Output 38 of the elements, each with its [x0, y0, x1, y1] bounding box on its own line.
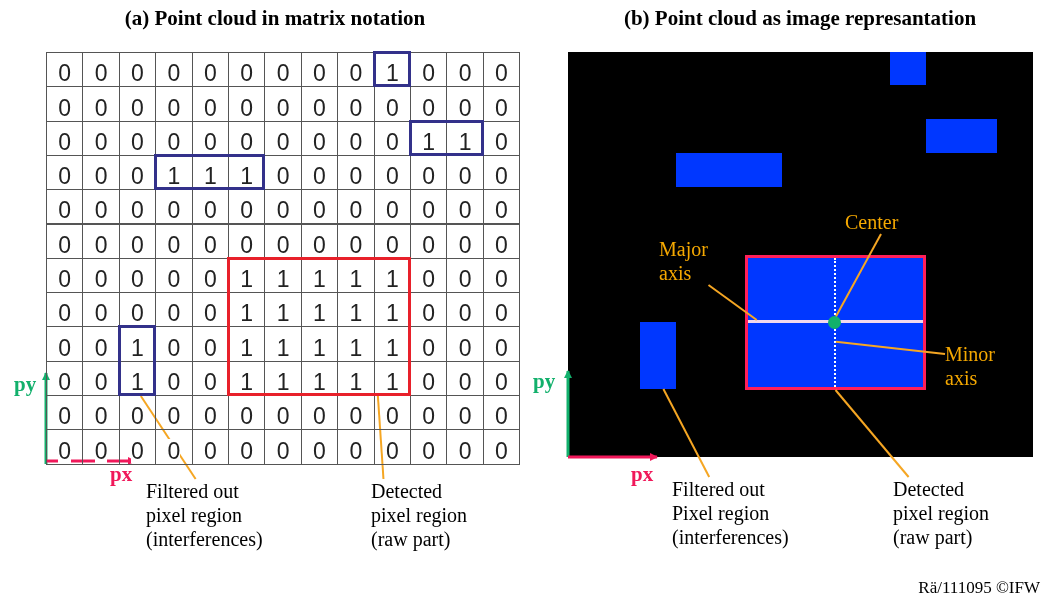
matrix-cell: 0	[46, 223, 84, 259]
matrix-cell: 0	[482, 223, 521, 259]
callout-label: Center	[845, 210, 917, 234]
major-axis-line	[748, 320, 923, 323]
matrix-cell: 0	[482, 429, 521, 465]
leader-line	[835, 340, 946, 355]
detected-pixel-region	[745, 255, 926, 390]
filtered-region-outline	[117, 325, 157, 396]
callout-label: Major axis	[659, 237, 725, 285]
matrix-cell: 0	[46, 189, 84, 225]
leader-line	[139, 395, 197, 480]
leader-line	[662, 388, 711, 478]
matrix-cell: 0	[482, 52, 521, 88]
detected-region-outline	[227, 256, 411, 396]
callout-label: Minor axis	[945, 342, 1015, 390]
axis-label: py	[533, 369, 556, 393]
matrix-cell: 0	[46, 429, 84, 465]
axis-label: px	[110, 462, 133, 486]
callout-label: Detected pixel region (raw part)	[893, 477, 997, 549]
pixel-region	[676, 153, 782, 187]
callout-label: Detected pixel region (raw part)	[371, 479, 475, 551]
panel-title: (b) Point cloud as image represantation	[622, 6, 978, 30]
leader-line	[376, 395, 385, 480]
copyright-note: Rä/111095 ©IFW	[917, 578, 1040, 598]
axis-label: px	[631, 462, 654, 486]
pixel-region	[890, 52, 926, 85]
pixel-region	[640, 322, 676, 389]
center-dot	[828, 316, 841, 329]
panel-title: (a) Point cloud in matrix notation	[123, 6, 427, 30]
matrix-cell: 0	[46, 52, 84, 88]
pixel-region	[926, 119, 997, 153]
leader-line	[834, 389, 910, 478]
callout-label: Filtered out pixel region (interferences)	[146, 479, 270, 551]
leader-line	[834, 233, 882, 318]
minor-axis-line	[834, 258, 836, 387]
matrix-cell: 0	[482, 189, 521, 225]
callout-label: Filtered out Pixel region (interferences)	[672, 477, 796, 549]
axis-label: py	[14, 372, 37, 396]
